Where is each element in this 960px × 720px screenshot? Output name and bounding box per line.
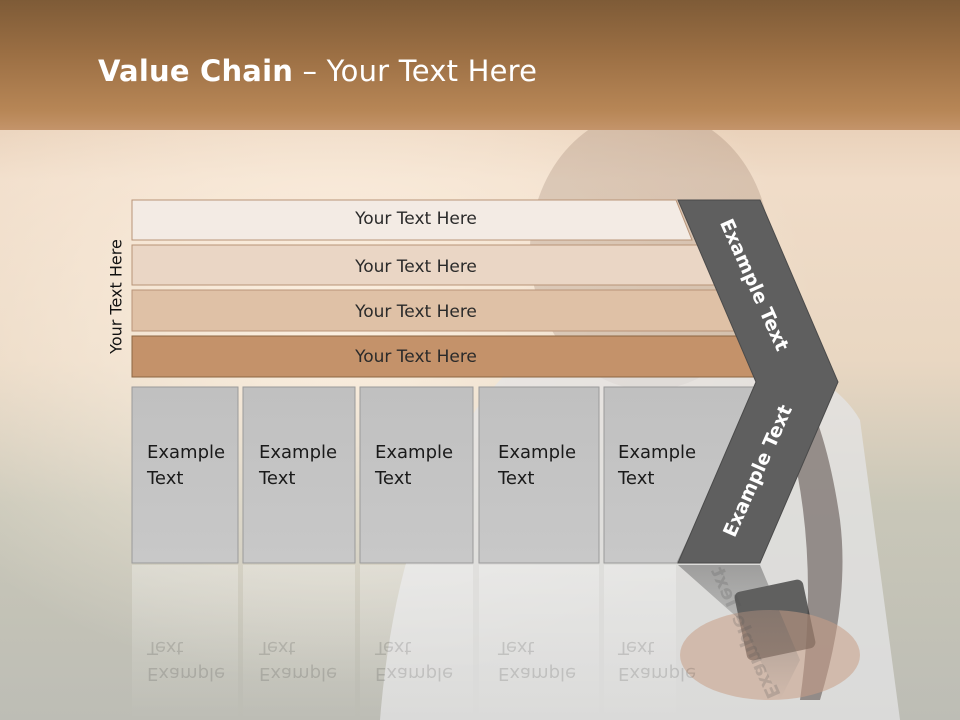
column-reflect-1-line1: Example [147, 663, 226, 684]
column-reflection-4 [479, 565, 599, 720]
column-reflection-3 [360, 565, 473, 720]
column-2-line2: Text [259, 468, 296, 489]
column-reflect-2: Example Text [259, 634, 337, 686]
row-label-2: Your Text Here [355, 257, 477, 277]
column-reflection-2 [243, 565, 355, 720]
column-reflect-4-line2: Text [498, 637, 535, 658]
column-1[interactable] [131, 386, 239, 564]
column-1-line2: Text [147, 468, 184, 489]
header-band [0, 0, 960, 130]
column-4-line1: Example [498, 442, 577, 463]
chevron-reflection [678, 565, 800, 700]
chevron-arrow[interactable] [677, 199, 839, 564]
column-1-line1: Example [147, 442, 226, 463]
column-reflection-1 [132, 565, 238, 720]
column-3[interactable] [359, 386, 474, 564]
column-5[interactable] [603, 386, 761, 564]
title-bold: Value Chain [98, 54, 294, 88]
column-reflect-4-line1: Example [498, 663, 577, 684]
column-reflect-4: Example Text [498, 634, 576, 686]
column-reflect-2-line2: Text [259, 637, 296, 658]
column-5-line2: Text [618, 468, 655, 489]
column-reflect-5-line2: Text [618, 637, 655, 658]
column-reflection-5 [604, 565, 676, 720]
column-3-line2: Text [375, 468, 412, 489]
column-reflect-5: Example Text [618, 634, 696, 686]
column-2-line1: Example [259, 442, 338, 463]
column-reflect-3-line1: Example [375, 663, 454, 684]
column-3-line1: Example [375, 442, 454, 463]
column-reflect-1: Example Text [147, 634, 225, 686]
column-reflect-2-line1: Example [259, 663, 338, 684]
column-2[interactable] [242, 386, 356, 564]
row-label-3: Your Text Here [355, 302, 477, 322]
column-4[interactable] [478, 386, 600, 564]
row-bar-1[interactable] [131, 199, 693, 241]
column-4-line2: Text [498, 468, 535, 489]
row-label-1: Your Text Here [355, 209, 477, 229]
row-label-4: Your Text Here [355, 347, 477, 367]
column-reflect-3: Example Text [375, 634, 453, 686]
column-reflect-3-line2: Text [375, 637, 412, 658]
title-rest: – Your Text Here [293, 54, 538, 88]
column-reflect-1-line2: Text [147, 637, 184, 658]
slide-title: Value Chain – Your Text Here [98, 54, 537, 88]
column-5-line1: Example [618, 442, 697, 463]
column-reflect-5-line1: Example [618, 663, 697, 684]
